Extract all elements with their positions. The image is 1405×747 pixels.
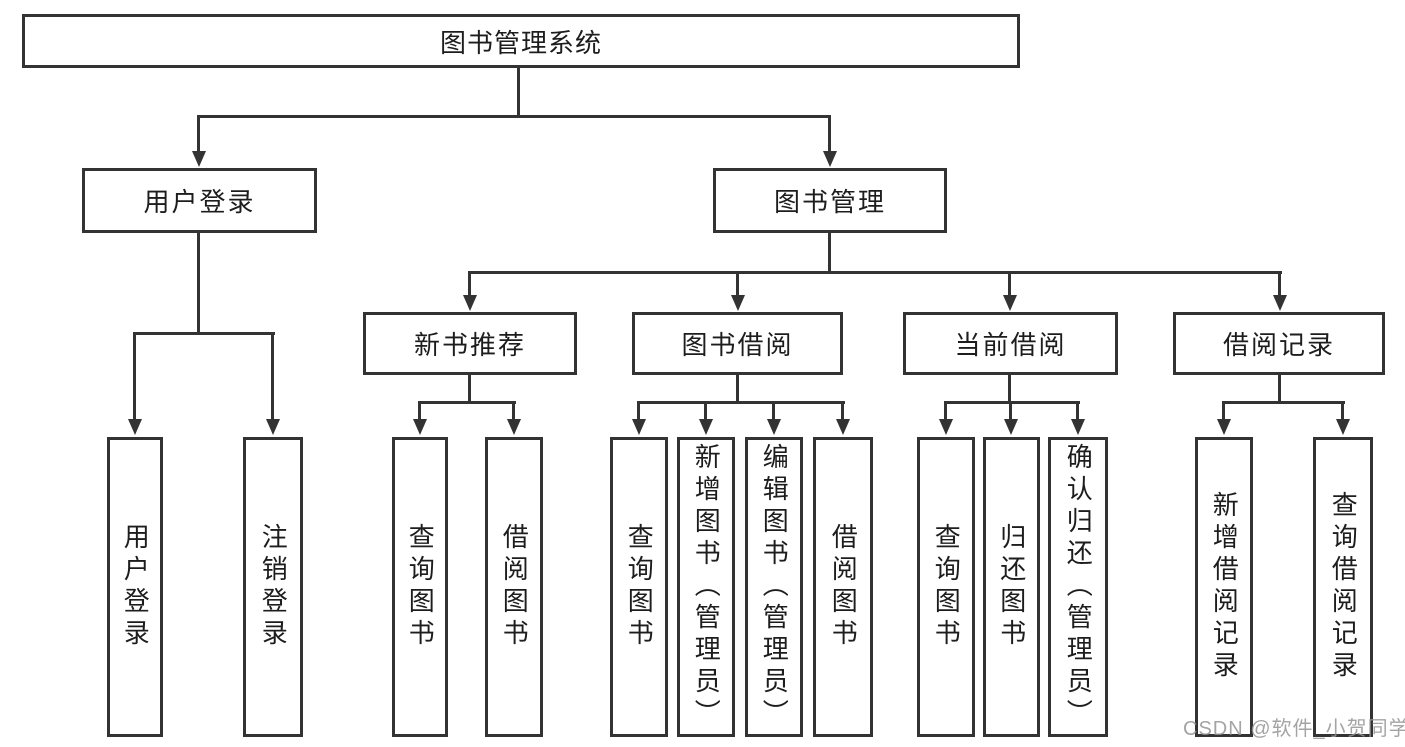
leaf-label: 查询图书 xyxy=(624,523,655,651)
connector-leaf xyxy=(841,401,844,421)
leaf-add-borrow-record: 新增借阅记录 xyxy=(1195,437,1253,737)
node-user-login: 用户登录 xyxy=(82,168,317,233)
connector-level3-branch xyxy=(468,271,1282,274)
connector-book-management-stem xyxy=(828,231,831,273)
arrowhead-leaf xyxy=(699,419,713,435)
leaf-label: 编辑图书（管理员） xyxy=(759,443,790,731)
node-label: 新书推荐 xyxy=(413,330,526,360)
leaf-borrow-books-2: 借阅图书 xyxy=(813,437,873,737)
arrowhead-to-book-borrow xyxy=(731,295,745,311)
leaf-label: 新增图书（管理员） xyxy=(691,443,722,731)
connector-to-leaf-logout xyxy=(271,332,274,420)
leaf-label: 归还图书 xyxy=(996,523,1027,651)
arrowhead-to-book-management xyxy=(823,151,837,167)
connector-to-leaf-user-login xyxy=(133,332,136,420)
node-label: 借阅记录 xyxy=(1222,330,1335,360)
arrowhead-to-borrow-record xyxy=(1273,295,1287,311)
connector-to-book-borrow xyxy=(736,271,739,297)
connector-leaf xyxy=(418,401,421,421)
connector-leaf xyxy=(1222,401,1225,421)
arrowhead-leaf xyxy=(413,419,427,435)
arrowhead-leaf xyxy=(1004,419,1018,435)
arrowhead-to-current-borrow xyxy=(1003,295,1017,311)
leaf-label: 查询借阅记录 xyxy=(1328,491,1359,683)
leaf-query-borrow-record: 查询借阅记录 xyxy=(1313,437,1373,737)
node-new-book-recommend: 新书推荐 xyxy=(363,312,577,375)
node-label: 图书借阅 xyxy=(681,330,794,360)
arrowhead-to-user-login xyxy=(192,151,206,167)
csdn-watermark: CSDN @软件_小贺同学 xyxy=(1183,718,1405,740)
node-library-management-system: 图书管理系统 xyxy=(22,14,1020,68)
arrowhead-to-new-book xyxy=(463,295,477,311)
arrowhead-leaf xyxy=(507,419,521,435)
leaf-query-books-1: 查询图书 xyxy=(392,437,448,737)
leaf-label: 注销登录 xyxy=(258,523,289,651)
leaf-borrow-books-1: 借阅图书 xyxy=(485,437,543,737)
arrowhead-leaf xyxy=(767,419,781,435)
leaf-return-books: 归还图书 xyxy=(983,437,1040,737)
leaf-label: 查询图书 xyxy=(405,523,436,651)
leaf-label: 借阅图书 xyxy=(828,523,859,651)
leaf-confirm-return-admin: 确认归还（管理员） xyxy=(1048,437,1108,737)
connector-leaf xyxy=(772,401,775,421)
node-book-borrowing: 图书借阅 xyxy=(632,312,843,375)
connector-to-borrow-record xyxy=(1278,271,1281,297)
arrowhead-leaf xyxy=(836,419,850,435)
arrowhead-to-leaf-logout xyxy=(266,419,280,435)
connector-level2-branch xyxy=(197,115,831,118)
connector-new-book-stem xyxy=(468,373,471,403)
leaf-edit-books-admin: 编辑图书（管理员） xyxy=(745,437,803,737)
connector-new-book-branch xyxy=(418,401,516,404)
connector-borrow-record-stem xyxy=(1278,373,1281,403)
leaf-label: 用户登录 xyxy=(120,523,151,651)
leaf-label: 查询图书 xyxy=(931,523,962,651)
arrowhead-leaf xyxy=(939,419,953,435)
connector-leaf xyxy=(512,401,515,421)
connector-user-login-stem xyxy=(197,231,200,334)
node-label: 图书管理 xyxy=(773,187,886,217)
node-label: 用户登录 xyxy=(143,187,256,217)
connector-book-borrow-stem xyxy=(736,373,739,403)
leaf-user-login: 用户登录 xyxy=(107,437,163,737)
leaf-logout: 注销登录 xyxy=(243,437,303,737)
leaf-add-books-admin: 新增图书（管理员） xyxy=(677,437,735,737)
arrowhead-leaf xyxy=(1336,419,1350,435)
arrowhead-leaf xyxy=(1217,419,1231,435)
leaf-query-books-2: 查询图书 xyxy=(610,437,668,737)
leaf-label: 确认归还（管理员） xyxy=(1063,443,1094,731)
connector-root-stem xyxy=(517,66,520,117)
connector-borrow-record-branch xyxy=(1222,401,1345,404)
arrowhead-leaf xyxy=(1071,419,1085,435)
arrowhead-to-leaf-user-login xyxy=(128,419,142,435)
connector-leaf xyxy=(637,401,640,421)
connector-to-current-borrow xyxy=(1008,271,1011,297)
connector-book-borrow-branch xyxy=(637,401,845,404)
connector-current-borrow-stem xyxy=(1008,373,1011,403)
arrowhead-leaf xyxy=(632,419,646,435)
connector-to-new-book xyxy=(468,271,471,297)
leaf-label: 借阅图书 xyxy=(499,523,530,651)
connector-current-borrow-branch xyxy=(944,401,1080,404)
node-current-borrowing: 当前借阅 xyxy=(903,312,1118,375)
node-label: 图书管理系统 xyxy=(439,27,602,58)
connector-leaf xyxy=(1341,401,1344,421)
connector-leaf xyxy=(1076,401,1079,421)
connector-leaf xyxy=(1009,401,1012,421)
connector-leaf xyxy=(704,401,707,421)
connector-to-user-login xyxy=(197,115,200,152)
connector-to-book-management xyxy=(828,115,831,152)
leaf-label: 新增借阅记录 xyxy=(1209,491,1240,683)
node-borrowing-records: 借阅记录 xyxy=(1173,312,1385,375)
leaf-query-books-3: 查询图书 xyxy=(917,437,975,737)
node-label: 当前借阅 xyxy=(954,330,1067,360)
node-book-management: 图书管理 xyxy=(713,168,947,233)
connector-user-login-branch xyxy=(133,332,275,335)
connector-leaf xyxy=(944,401,947,421)
